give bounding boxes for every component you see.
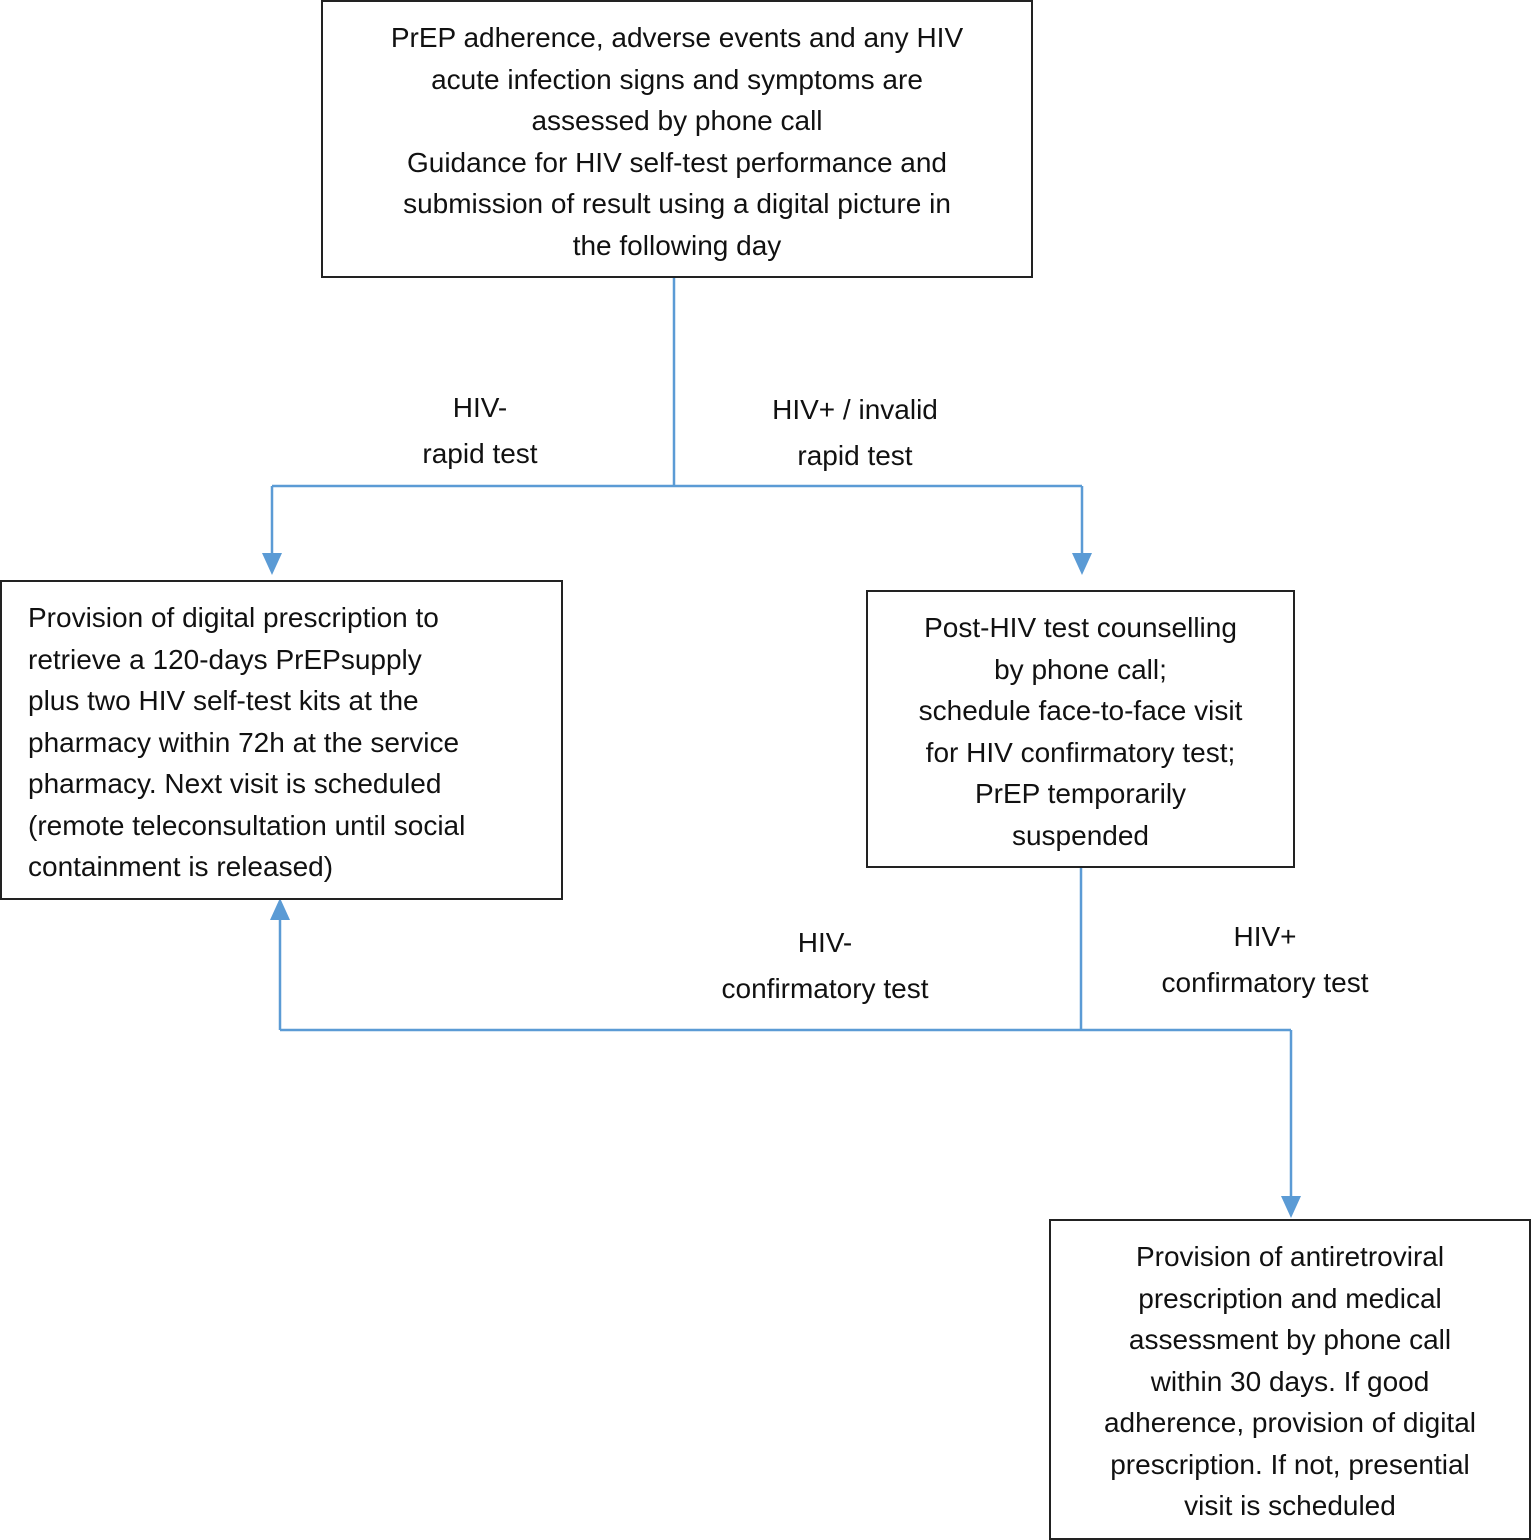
node-text-line: Provision of antiretroviral (1135, 1241, 1445, 1272)
edge-label-line: rapid test (422, 438, 538, 469)
node-text-line: pharmacy. Next visit is scheduled (28, 768, 442, 799)
node-text-line: schedule face-to-face visit (918, 695, 1243, 726)
node-text-line: adherence, provision of digital (1103, 1407, 1476, 1438)
node-text-line: pharmacy within 72h at the service (28, 726, 460, 758)
node-text-line: Provision of digital prescription to (28, 602, 439, 633)
node-text-line: plus two HIV self-test kits at the (28, 685, 419, 716)
node-text-line: suspended (1011, 819, 1149, 851)
node-text-line: prescription. If not, presential (1110, 1448, 1470, 1480)
node-post-test-counselling: Post-HIV test counselling by phone call;… (866, 590, 1295, 868)
arrowhead-down-right-box (1072, 553, 1092, 575)
edge-label-line: confirmatory test (721, 973, 929, 1004)
node-phone-assessment: PrEP adherence, adverse events and any H… (321, 0, 1033, 278)
edge-label-confirmatory-positive: HIV+ confirmatory test (1140, 914, 1390, 1006)
node-text-line: the following day (572, 229, 782, 261)
node-text-line: assessment by phone call (1128, 1324, 1452, 1355)
connector-group (262, 278, 1301, 1218)
arrowhead-down-bottom-box (1281, 1196, 1301, 1218)
node-text-line: PrEP temporarily (974, 778, 1187, 809)
edge-label-line: HIV- (797, 927, 853, 958)
node-antiretroviral-prescription: Provision of antiretroviral prescription… (1049, 1219, 1531, 1540)
edge-label-line: HIV+ (1233, 921, 1297, 952)
edge-label-confirmatory-negative: HIV- confirmatory test (700, 920, 950, 1012)
edge-label-line: HIV+ / invalid (772, 394, 938, 425)
edge-label-rapid-positive: HIV+ / invalid rapid test (740, 387, 970, 479)
edge-label-rapid-negative: HIV- rapid test (380, 385, 580, 477)
node-text-line: visit is scheduled (1184, 1490, 1396, 1521)
node-text-line: containment is released) (28, 851, 334, 882)
edge-label-line: HIV- (452, 392, 508, 423)
node-text-line: submission of result using a digital pic… (403, 188, 951, 219)
node-text-line: Post-HIV test counselling (924, 612, 1237, 643)
node-text-line: for HIV confirmatory test; (925, 736, 1236, 768)
edge-label-line: rapid test (797, 440, 913, 471)
node-text-line: assessed by phone call (531, 105, 823, 136)
node-text-line: PrEP adherence, adverse events and any H… (390, 22, 964, 53)
node-text-line: within 30 days. If good (1150, 1365, 1430, 1397)
node-text-line: prescription and medical (1138, 1282, 1442, 1314)
node-digital-prescription: Provision of digital prescription to ret… (0, 580, 563, 900)
node-text-line: (remote teleconsultation until social (28, 809, 466, 841)
node-text-line: acute infection signs and symptoms are (431, 63, 923, 95)
node-text-line: Guidance for HIV self-test performance a… (406, 146, 948, 178)
edge-label-line: confirmatory test (1161, 967, 1369, 998)
node-text-line: by phone call; (994, 653, 1167, 685)
arrowhead-down-left-box (262, 553, 282, 575)
node-text-line: retrieve a 120-days PrEPsupply (28, 643, 422, 675)
arrowhead-up-left-box (270, 898, 290, 920)
